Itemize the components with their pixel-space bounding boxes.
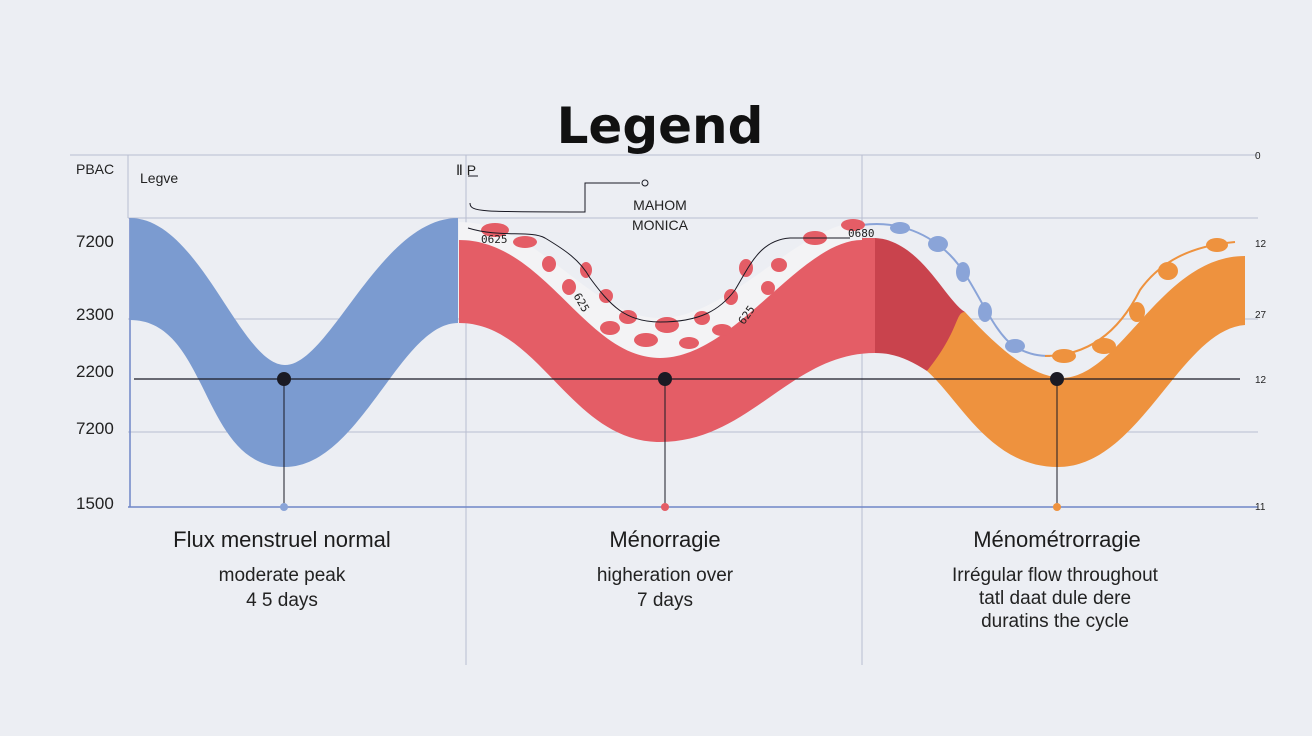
menorrhagia-axis-dot bbox=[661, 503, 669, 511]
menorrhagia-peak-dot bbox=[658, 372, 672, 386]
y-tick-label: 2300 bbox=[76, 305, 114, 324]
normal-flow-band bbox=[130, 218, 458, 467]
red-right-annotation: 0680 bbox=[848, 227, 875, 240]
menometrorrhagia-peak-dot bbox=[1050, 372, 1064, 386]
callout-line-1: MAHOM bbox=[633, 197, 687, 213]
callout-leader bbox=[468, 175, 640, 213]
y-tick-label: 2200 bbox=[76, 362, 114, 381]
red-left-annotation: 0625 bbox=[481, 233, 508, 246]
normal-axis-dot bbox=[280, 503, 288, 511]
y-tick-label: 1500 bbox=[76, 494, 114, 513]
orange-dots bbox=[1052, 238, 1228, 363]
blue-dots bbox=[890, 222, 1025, 353]
menometrorrhagia-axis-dot bbox=[1053, 503, 1061, 511]
right-tick-label: 12 bbox=[1255, 375, 1267, 386]
callout-line-2: MONICA bbox=[632, 217, 689, 233]
menometrorrhagia-band bbox=[927, 256, 1245, 467]
chart-title: Legend bbox=[557, 97, 764, 155]
markers bbox=[277, 372, 1064, 511]
series-description: tatl daat dule dere bbox=[979, 588, 1131, 609]
right-tick-label: 27 bbox=[1255, 310, 1267, 321]
series-name-menometrorrhagia: Ménométrorragie bbox=[973, 527, 1141, 552]
y-tick-label: 7200 bbox=[76, 419, 114, 438]
callout-dot bbox=[641, 179, 649, 187]
series-description: 7 days bbox=[637, 590, 693, 611]
normal-peak-dot bbox=[277, 372, 291, 386]
legend-label: Legve bbox=[140, 170, 178, 186]
menorrhagia-outline bbox=[467, 227, 850, 323]
series-description: Irrégular flow throughout bbox=[952, 565, 1159, 586]
right-tick-label: 12 bbox=[1255, 239, 1267, 250]
y-axis-label: PBAC bbox=[76, 161, 114, 177]
right-tick-label: 0 bbox=[1255, 151, 1261, 162]
right-tick-label: 11 bbox=[1255, 502, 1266, 513]
menorrhagia-dark-segment bbox=[875, 238, 965, 371]
series-description: higheration over bbox=[597, 565, 734, 586]
panel-small-label: Ⅱ P bbox=[456, 162, 476, 178]
series-name-normal: Flux menstruel normal bbox=[173, 527, 391, 552]
orange-dotted-chain bbox=[1044, 241, 1236, 357]
series-name-menorrhagia: Ménorragie bbox=[609, 527, 720, 552]
y-tick-label: 7200 bbox=[76, 232, 114, 251]
series-description: 4 5 days bbox=[246, 590, 318, 611]
series-description: moderate peak bbox=[219, 565, 346, 586]
red-blobs bbox=[481, 219, 865, 349]
series-description: duratins the cycle bbox=[981, 611, 1129, 632]
